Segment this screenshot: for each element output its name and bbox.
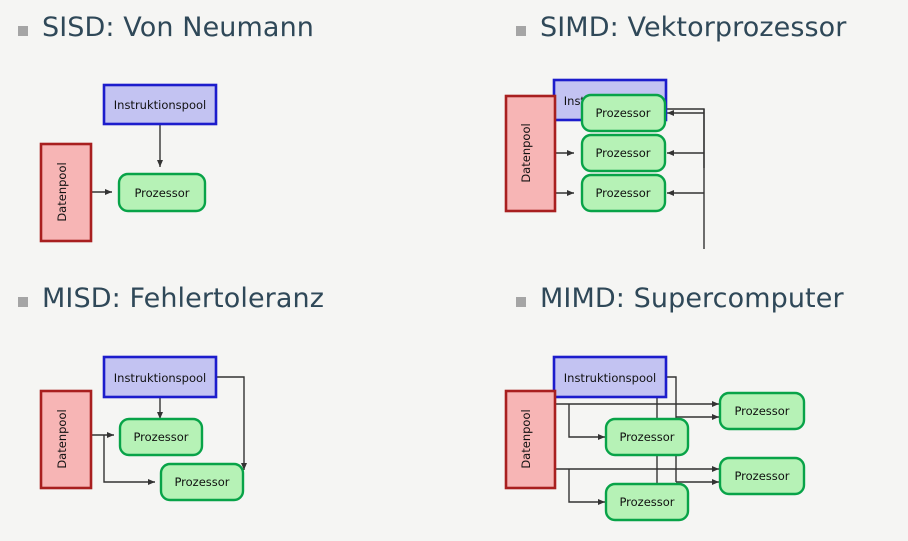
processor-label: Prozessor xyxy=(619,430,674,444)
bullet-square-icon xyxy=(516,25,526,36)
instruction-pool-label: Instruktionspool xyxy=(114,98,206,112)
processor-box[interactable]: Prozessor xyxy=(604,417,690,457)
data-pool-label: Datenpool xyxy=(519,409,533,468)
instruction-pool-box[interactable]: Instruktionspool xyxy=(552,355,668,399)
data-pool-box[interactable]: Datenpool xyxy=(504,94,557,213)
processor-box[interactable]: Prozessor xyxy=(580,173,667,213)
data-pool-label: Datenpool xyxy=(55,409,69,468)
heading-sisd: SISD: Von Neumann xyxy=(18,14,314,41)
heading-sisd-label: SISD: Von Neumann xyxy=(42,12,314,43)
instruction-pool-box[interactable]: Instruktionspool xyxy=(102,355,218,399)
data-pool-label: Datenpool xyxy=(55,162,69,221)
arrow-data-to-processor-2 xyxy=(103,435,155,485)
instruction-pool-box[interactable]: Instruktionspool xyxy=(102,83,218,126)
heading-simd-label: SIMD: Vektorprozessor xyxy=(540,12,847,43)
processor-label: Prozessor xyxy=(734,469,789,483)
processor-label: Prozessor xyxy=(174,475,229,489)
processor-label: Prozessor xyxy=(595,146,650,160)
heading-mimd: MIMD: Supercomputer xyxy=(516,285,844,312)
instruction-pool-label: Instruktionspool xyxy=(114,371,206,385)
arrow-data-to-processor-2 xyxy=(568,404,605,440)
quadrant-simd: SIMD: Vektorprozessor xyxy=(454,0,908,270)
processor-box[interactable]: Prozessor xyxy=(117,172,207,213)
diagram-mimd: Instruktionspool Datenpool Prozessor Pro… xyxy=(454,327,908,541)
arrow-data-to-processor-4 xyxy=(568,469,605,505)
data-pool-box[interactable]: Datenpool xyxy=(504,389,557,490)
quadrant-sisd: SISD: Von Neumann Instruktionspool xyxy=(0,0,454,270)
diagram-simd: Instruktionspool Datenpool Prozessor Pro… xyxy=(454,56,908,270)
diagram-sisd: Instruktionspool Datenpool Prozessor xyxy=(0,56,454,270)
arrow-instruction-to-processor-2 xyxy=(216,376,247,470)
quadrant-mimd: MIMD: Supercomputer xyxy=(454,271,908,541)
processor-label: Prozessor xyxy=(595,186,650,200)
processor-label: Prozessor xyxy=(133,430,188,444)
processor-box[interactable]: Prozessor xyxy=(580,133,667,173)
instruction-pool-label: Instruktionspool xyxy=(564,371,656,385)
processor-box[interactable]: Prozessor xyxy=(118,417,204,457)
processor-box[interactable]: Prozessor xyxy=(580,93,667,133)
data-pool-label: Datenpool xyxy=(519,123,533,182)
processor-label: Prozessor xyxy=(595,106,650,120)
diagram-misd: Instruktionspool Datenpool Prozessor Pro… xyxy=(0,327,454,541)
data-pool-box[interactable]: Datenpool xyxy=(39,389,93,490)
heading-misd-label: MISD: Fehlertoleranz xyxy=(42,283,325,314)
processor-label: Prozessor xyxy=(734,404,789,418)
quadrant-misd: MISD: Fehlertoleranz xyxy=(0,271,454,541)
processor-label: Prozessor xyxy=(619,495,674,509)
heading-mimd-label: MIMD: Supercomputer xyxy=(540,283,844,314)
bullet-square-icon xyxy=(516,296,526,307)
processor-box[interactable]: Prozessor xyxy=(718,456,806,496)
heading-misd: MISD: Fehlertoleranz xyxy=(18,285,324,312)
processor-box[interactable]: Prozessor xyxy=(718,391,806,431)
processor-label: Prozessor xyxy=(134,186,189,200)
bullet-square-icon xyxy=(18,25,28,36)
processor-box[interactable]: Prozessor xyxy=(604,482,690,522)
bullet-square-icon xyxy=(18,296,28,307)
processor-box[interactable]: Prozessor xyxy=(159,462,245,502)
instruction-bus-trunk xyxy=(664,108,705,168)
heading-simd: SIMD: Vektorprozessor xyxy=(516,14,847,41)
data-pool-box[interactable]: Datenpool xyxy=(39,142,93,243)
